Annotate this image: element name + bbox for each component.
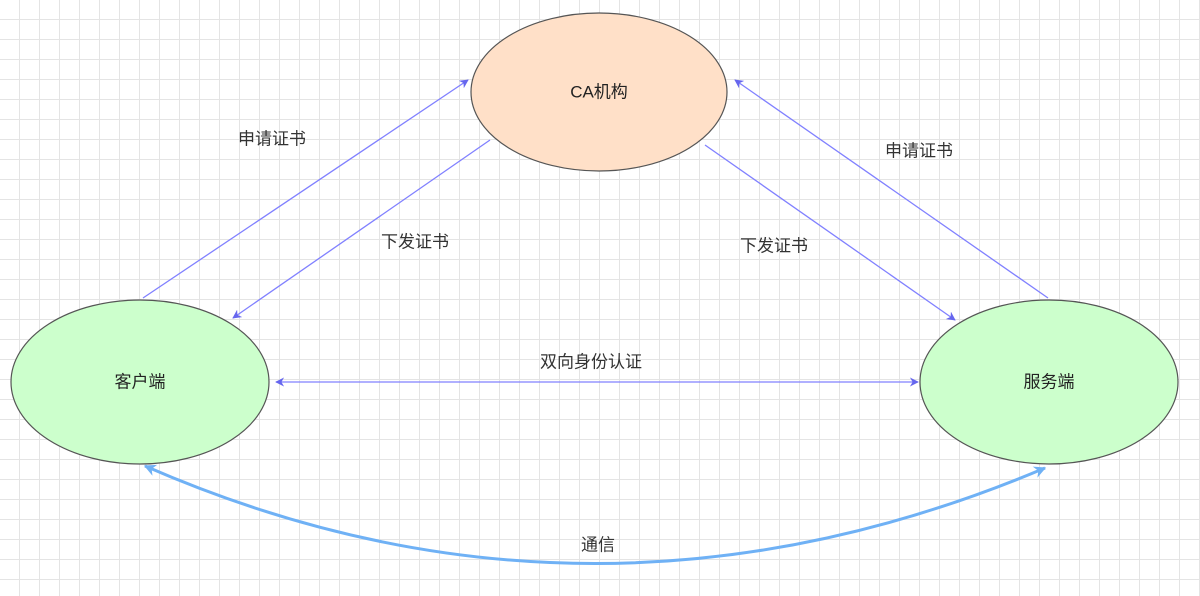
ca-node-shape <box>470 12 728 172</box>
ca-issue-client-label: 下发证书 <box>381 233 449 252</box>
ca-issue-server-label: 下发证书 <box>740 237 808 256</box>
server-apply-arrow <box>734 79 1049 299</box>
server-node-shape <box>919 299 1179 465</box>
ca-issue-server-arrow <box>704 144 956 321</box>
client-node-label: 客户端 <box>115 373 166 392</box>
ca-node[interactable]: CA机构 <box>470 12 728 172</box>
communication-arrow <box>143 464 1047 565</box>
server-node-label: 服务端 <box>1024 373 1075 392</box>
client-apply-label: 申请证书 <box>238 130 306 149</box>
communication-label: 通信 <box>581 536 615 555</box>
ca-issue-client-arrow <box>232 139 491 319</box>
client-node[interactable]: 客户端 <box>10 299 270 465</box>
mutual-auth-label: 双向身份认证 <box>540 353 642 372</box>
client-node-shape <box>10 299 270 465</box>
server-node[interactable]: 服务端 <box>919 299 1179 465</box>
ca-node-label: CA机构 <box>570 83 628 102</box>
server-apply-label: 申请证书 <box>885 142 953 161</box>
client-apply-arrow <box>142 79 469 299</box>
